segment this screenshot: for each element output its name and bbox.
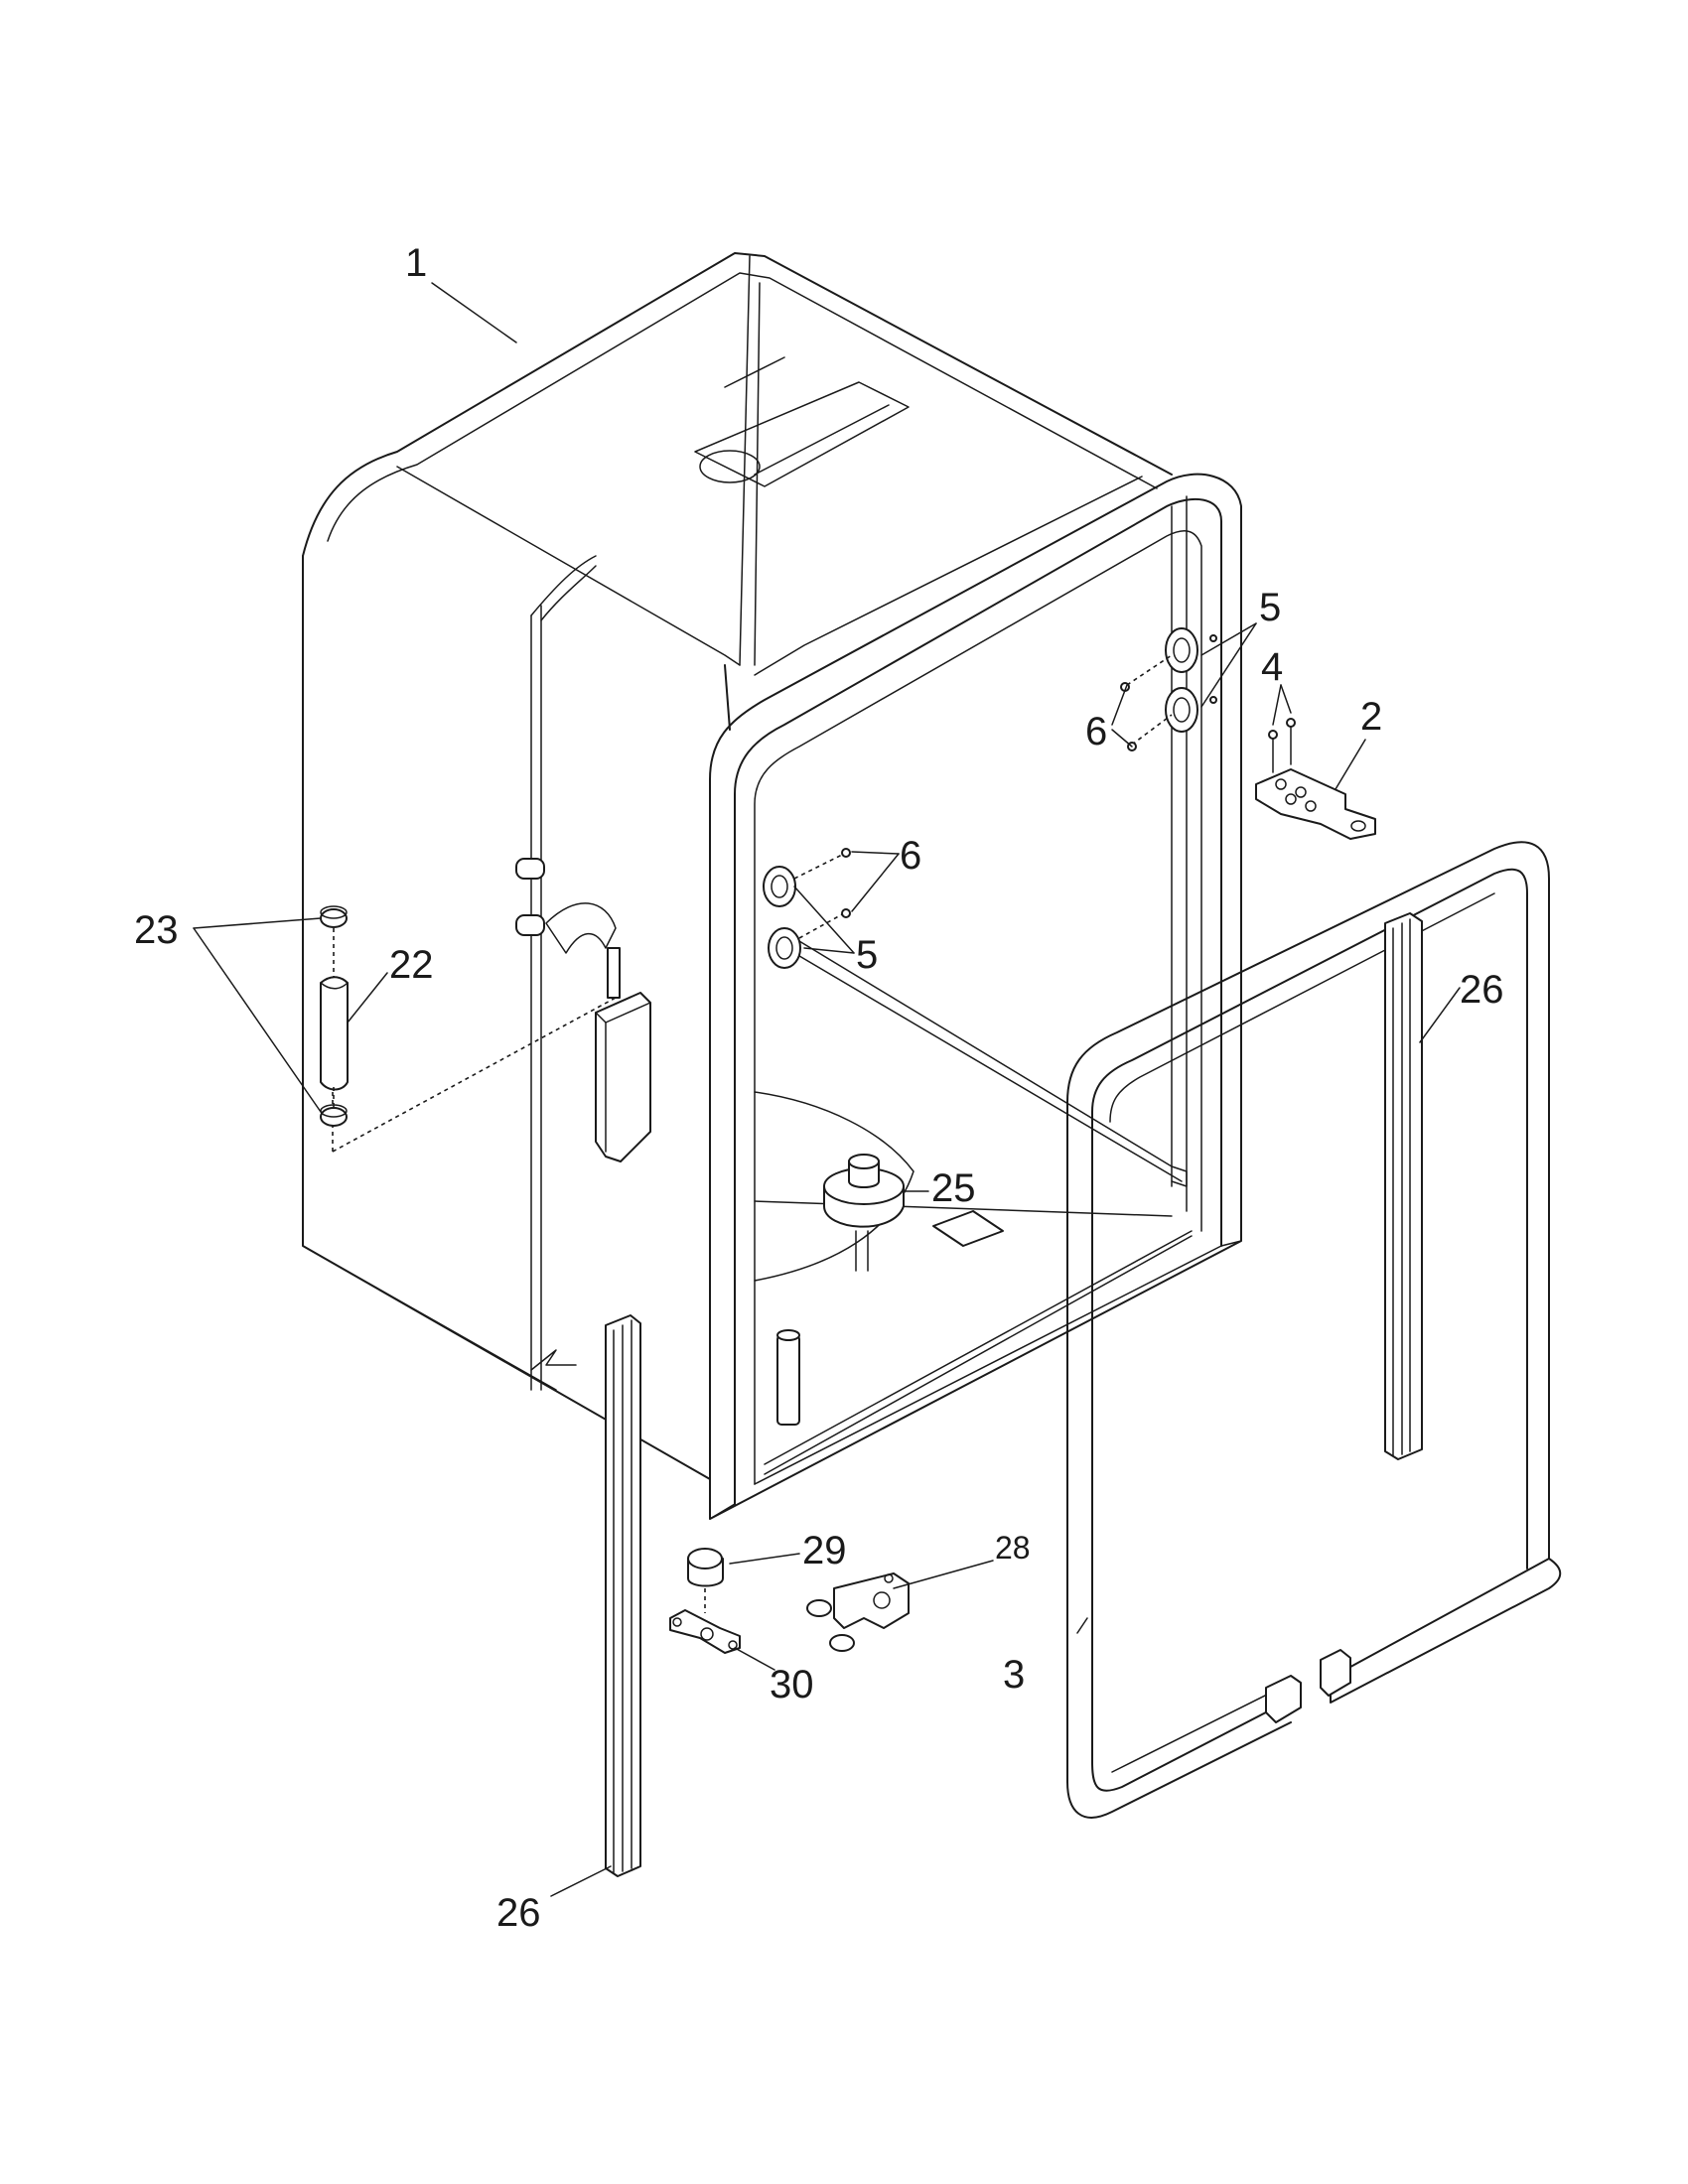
callout-1: 1 <box>405 241 427 285</box>
callout-23: 23 <box>134 908 179 952</box>
callout-2: 2 <box>1360 695 1382 739</box>
callout-26-bottom: 26 <box>496 1891 541 1935</box>
callout-5-upper: 5 <box>1259 586 1281 629</box>
callout-4: 4 <box>1261 645 1283 689</box>
hinge-bracket <box>1255 718 1376 840</box>
seal-strip-left <box>605 1314 641 1877</box>
switch-button <box>687 1548 724 1613</box>
bearing-set-lower <box>763 848 851 969</box>
callout-26-right: 26 <box>1460 968 1504 1012</box>
callout-6-middle: 6 <box>900 834 921 878</box>
callout-30: 30 <box>770 1663 814 1706</box>
switch-bracket <box>669 1609 741 1654</box>
callout-29: 29 <box>802 1529 847 1572</box>
hose-and-clamps <box>320 905 349 1127</box>
door-switch <box>806 1572 910 1652</box>
door-gasket <box>1066 841 1562 1819</box>
callout-28: 28 <box>995 1530 1031 1566</box>
front-frame <box>709 473 1242 1520</box>
callout-labels: 1 2 3 4 5 6 6 5 23 22 25 26 29 28 30 26 <box>134 241 1504 1935</box>
callout-5-middle: 5 <box>856 933 878 977</box>
tub <box>302 252 1173 1480</box>
bearing-set-upper <box>1120 627 1217 751</box>
callout-3: 3 <box>1003 1653 1025 1697</box>
seal-strip-right <box>1384 912 1423 1460</box>
callout-22: 22 <box>389 943 434 987</box>
pump-assembly <box>823 1154 905 1272</box>
leader-lines <box>193 282 1461 1897</box>
callout-25: 25 <box>931 1166 976 1210</box>
callout-6-upper: 6 <box>1085 710 1107 753</box>
